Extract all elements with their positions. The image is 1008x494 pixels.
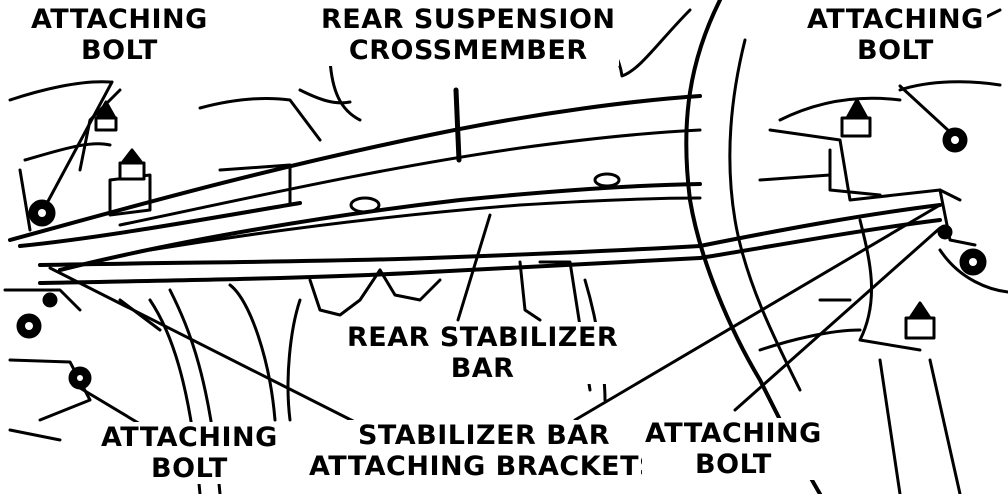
label-attaching-bolt-top-left: ATTACHING BOLT — [28, 4, 211, 66]
label-line: BOLT — [81, 35, 158, 66]
label-line: BOLT — [151, 453, 228, 484]
stabilizer-bar-drawing — [38, 203, 942, 285]
bolt-top-right — [840, 98, 968, 153]
label-line: BAR — [450, 353, 515, 384]
leader-brackets-right — [573, 203, 942, 422]
bolt-left-upper — [94, 100, 118, 132]
label-line: REAR STABILIZER — [347, 322, 619, 353]
label-line: REAR SUSPENSION — [321, 4, 616, 35]
label-attaching-bolt-top-right: ATTACHING BOLT — [804, 4, 987, 66]
label-line: ATTACHING — [31, 4, 208, 35]
leader-attaching-bolt-top-left — [44, 80, 114, 207]
leader-attaching-bolt-top-right — [898, 84, 952, 134]
label-line: CROSSMEMBER — [348, 35, 588, 66]
crossmember-drawing — [8, 58, 702, 272]
label-line: STABILIZER BAR — [357, 420, 610, 451]
bolt-left-mid — [118, 148, 146, 181]
label-line: BOLT — [695, 449, 772, 480]
label-crossmember: REAR SUSPENSION CROSSMEMBER — [318, 4, 619, 66]
bolt-bottom-left — [16, 292, 92, 390]
label-stabilizer-bar-brackets: STABILIZER BAR ATTACHING BRACKETS — [306, 420, 662, 482]
label-line: ATTACHING — [807, 4, 984, 35]
leader-lines — [44, 8, 952, 432]
label-attaching-bolt-bottom-left: ATTACHING BOLT — [98, 422, 281, 484]
label-line: BOLT — [857, 35, 934, 66]
leader-rear-stabilizer-bar — [456, 213, 492, 322]
leader-brackets-left — [48, 266, 357, 424]
label-line: ATTACHING — [101, 422, 278, 453]
leader-attaching-bolt-bottom-right — [733, 226, 942, 412]
bolt-right-lower — [904, 224, 987, 340]
bolt-top-left — [28, 199, 56, 227]
bolts — [16, 98, 987, 390]
label-attaching-bolt-bottom-right: ATTACHING BOLT — [642, 418, 825, 480]
label-line: ATTACHING BRACKETS — [309, 451, 659, 482]
label-line: ATTACHING — [645, 418, 822, 449]
label-rear-stabilizer-bar: REAR STABILIZER BAR — [344, 322, 622, 384]
